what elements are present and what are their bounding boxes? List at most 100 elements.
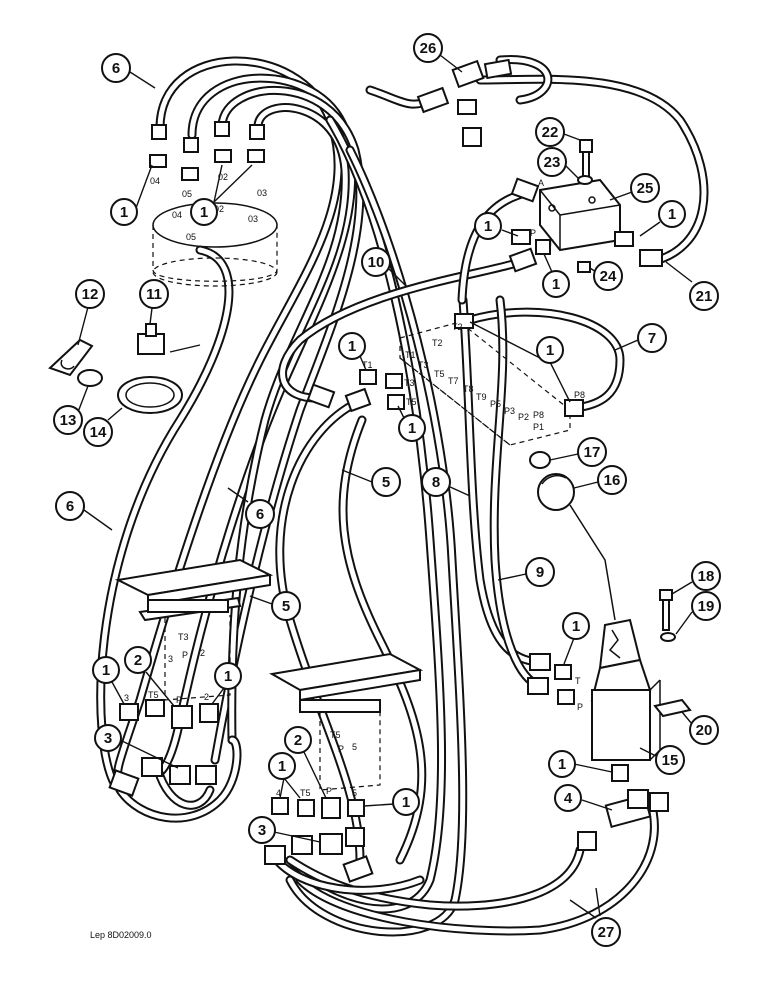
callout-label: 9 xyxy=(536,564,544,581)
callout-label: 1 xyxy=(224,668,232,685)
callout-circle xyxy=(658,200,686,228)
callout-circle xyxy=(361,247,391,277)
callout-circle xyxy=(591,917,621,947)
manifold-fitting-label: P8 xyxy=(574,390,585,400)
valve-port-label: P xyxy=(530,228,536,238)
callouts: 6 26 22 23 25 1 1 1 1 xyxy=(53,33,721,947)
callout-circle xyxy=(691,591,721,621)
callout-circle xyxy=(248,816,276,844)
washer xyxy=(577,175,593,185)
callout-circle xyxy=(536,336,564,364)
callout-label: 6 xyxy=(66,498,74,515)
callout-circle xyxy=(398,414,426,442)
callout-circle xyxy=(245,499,275,529)
left-pedal-fittings: 3 T5 P 2 xyxy=(108,690,219,797)
callout-label: 18 xyxy=(698,568,715,585)
valve-block: A LS P T xyxy=(530,178,629,252)
callout-label: 1 xyxy=(572,618,580,635)
callout-circle xyxy=(474,212,502,240)
callout-circle xyxy=(371,467,401,497)
callout-circle xyxy=(190,198,218,226)
callout-label: 1 xyxy=(552,276,560,293)
callout-circle xyxy=(101,53,131,83)
manifold-port-label: T2 xyxy=(432,338,443,348)
callout-label: 1 xyxy=(668,206,676,223)
callout-label: 1 xyxy=(200,204,208,221)
valve-block-fittings xyxy=(508,177,663,273)
callout-label: 5 xyxy=(382,474,390,491)
callout-circle xyxy=(655,745,685,775)
callout-circle xyxy=(525,557,555,587)
swivel-body: 04 02 05 03 xyxy=(152,202,278,287)
callout-circle xyxy=(535,117,565,147)
callout-circle xyxy=(338,332,366,360)
callout-label: 1 xyxy=(402,794,410,811)
callout-label: 1 xyxy=(102,662,110,679)
callout-label: 1 xyxy=(484,218,492,235)
callout-label: 13 xyxy=(60,412,77,429)
nut xyxy=(577,261,591,273)
swivel-port-label: 04 xyxy=(150,176,160,186)
callout-circle xyxy=(562,612,590,640)
callout-label: 14 xyxy=(90,424,107,441)
bolt-washer-bracket xyxy=(653,589,692,718)
right-pedal-port-label: P xyxy=(326,786,332,796)
callout-label: 21 xyxy=(696,288,713,305)
callout-label: 1 xyxy=(546,342,554,359)
right-pedal: T5 P 5 xyxy=(269,652,424,791)
left-pedal-port-label: 3 xyxy=(124,693,129,703)
callout-label: 7 xyxy=(648,330,656,347)
callout-label: 16 xyxy=(604,472,621,489)
callout-circle xyxy=(392,788,420,816)
clamp-parts xyxy=(48,323,201,414)
pilot-valve-fittings: T P xyxy=(527,653,629,782)
callout-label: 4 xyxy=(564,790,573,807)
callout-label: 10 xyxy=(368,254,385,271)
callout-circle xyxy=(554,784,582,812)
manifold-fitting-label: T1 xyxy=(362,360,373,370)
swivel-fittings: 04 05 02 03 xyxy=(149,121,267,199)
callout-label: 24 xyxy=(600,268,617,285)
swivel-port-label: 05 xyxy=(186,232,196,242)
right-pedal-port-label: T5 xyxy=(330,730,341,740)
callout-circle xyxy=(124,646,152,674)
manifold-port-label: P2 xyxy=(518,412,529,422)
callout-label: 11 xyxy=(146,286,162,303)
callout-circle xyxy=(83,417,113,447)
right-pedal-port-label: 4 xyxy=(276,788,281,798)
pilot-valve xyxy=(590,618,661,761)
callout-label: 6 xyxy=(112,60,120,77)
swivel-port-label: 03 xyxy=(257,188,267,198)
callout-circle xyxy=(53,405,83,435)
callout-circle xyxy=(577,437,607,467)
callout-circle xyxy=(271,591,301,621)
manifold-port-label: T8 xyxy=(463,384,474,394)
manifold-port-label: P3 xyxy=(504,406,515,416)
callout-circle xyxy=(637,323,667,353)
callout-label: 26 xyxy=(420,40,437,57)
callout-circle xyxy=(75,279,105,309)
callout-circle xyxy=(689,281,719,311)
callout-label: 25 xyxy=(637,180,654,197)
callout-label: 22 xyxy=(542,124,559,141)
callout-circle xyxy=(548,750,576,778)
callout-label: 12 xyxy=(82,286,99,303)
callout-label: 27 xyxy=(598,924,615,941)
callout-circle xyxy=(593,261,623,291)
left-pedal-port-label: 3 xyxy=(168,654,173,664)
right-pedal-port-label: T5 xyxy=(300,788,311,798)
callout-label: 5 xyxy=(282,598,290,615)
callout-circle xyxy=(691,561,721,591)
manifold-fitting-label: T5 xyxy=(406,397,417,407)
right-pedal-port-label: P xyxy=(338,744,344,754)
bracket xyxy=(48,338,94,377)
callout-label: 15 xyxy=(662,752,679,769)
manifold-port-label: T5 xyxy=(434,369,445,379)
callout-label: 8 xyxy=(432,474,440,491)
callout-circle xyxy=(214,662,242,690)
callout-label: 17 xyxy=(584,444,601,461)
left-pedal-port-label: P xyxy=(182,650,188,660)
callout-label: 1 xyxy=(558,756,566,773)
lever-knob xyxy=(529,451,575,511)
